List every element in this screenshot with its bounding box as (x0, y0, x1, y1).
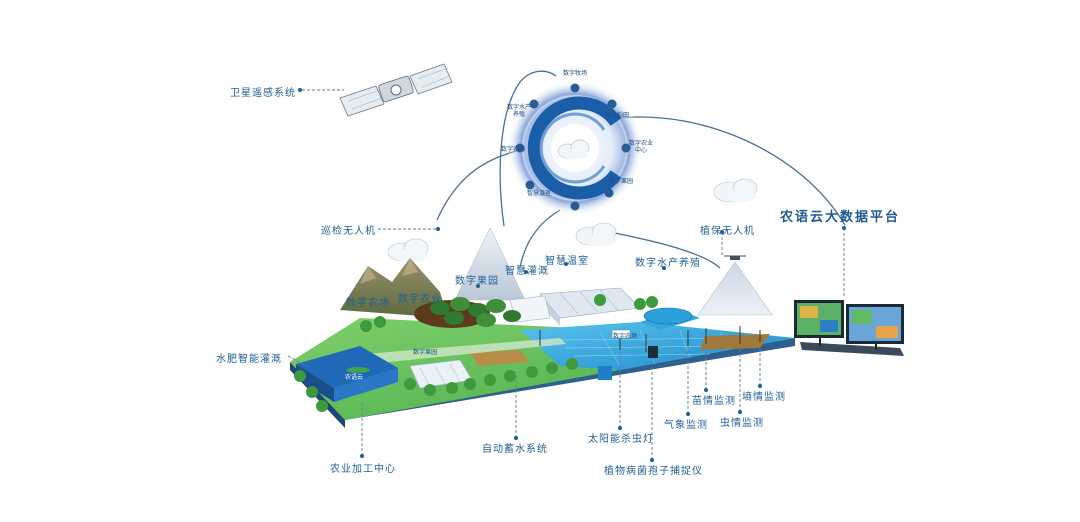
label-dots (360, 226, 846, 462)
label-connectors (287, 228, 845, 460)
ring-label-digital-aqua: 数字水产养殖 (506, 104, 531, 118)
satellite-icon (339, 63, 453, 117)
label-smart-irrigation: 智慧灌溉 (505, 266, 549, 277)
label-spore-trap: 植物病菌孢子捕捉仪 (604, 466, 703, 477)
sign-building: 农语云 (345, 374, 364, 381)
label-fert-irrigation: 水肥智能灌溉 (216, 354, 282, 365)
label-auto-water: 自动蓄水系统 (482, 444, 548, 455)
cloud-icon (713, 178, 758, 203)
label-smart-greenhouse: 智慧温室 (545, 256, 589, 267)
ring-label-smart-greenhouse: 智慧温室 (526, 190, 551, 197)
ring-label-digital-farm: 数字农场 (500, 146, 525, 153)
ring-label-digital-orchard: 数字果园 (608, 178, 633, 185)
ring-label-unmanned-field: 无人稻田 (604, 112, 629, 119)
label-processing-center: 农业加工中心 (330, 464, 396, 475)
sign-orchard: 数字果园 (413, 349, 438, 356)
label-weather: 气象监测 (664, 420, 708, 431)
cloud-icon (387, 238, 429, 262)
data-platform-monitors (794, 300, 904, 356)
cloud-icon (575, 222, 617, 246)
cloud-hub (507, 80, 643, 216)
greenhouses (409, 287, 641, 389)
farm-platform (290, 307, 795, 428)
label-digital-aquaculture: 数字水产养殖 (635, 258, 701, 269)
ring-label-digital-pasture: 数字牧场 (562, 70, 587, 77)
label-satellite: 卫星遥感系统 (230, 88, 296, 99)
spore-trap-device (648, 346, 658, 358)
data-orbit-arcs (436, 70, 846, 269)
processing-center-building (296, 346, 398, 402)
label-plant-drone: 植保无人机 (700, 226, 755, 237)
field-sign (611, 329, 631, 339)
label-digital-ag: 数字农业 (398, 294, 442, 305)
monitoring-equipment (539, 326, 761, 352)
label-seedling: 苗情监测 (692, 396, 736, 407)
label-soil: 墒情监测 (742, 392, 786, 403)
label-pest: 虫情监测 (720, 418, 764, 429)
trees (294, 294, 658, 412)
drone-icon (724, 255, 746, 260)
hills (340, 258, 448, 318)
label-digital-orchard: 数字果园 (455, 276, 499, 287)
cloud-icon (557, 139, 590, 159)
ring-label-digital-ag-center: 数字农业中心 (628, 140, 653, 154)
plant-drone-beam (697, 261, 773, 316)
label-patrol-drone: 巡检无人机 (321, 226, 376, 237)
label-solar-lamp: 太阳能杀虫灯 (588, 434, 654, 445)
label-cloud-platform: 农语云大数据平台 (780, 210, 901, 225)
label-digital-farm: 数字农场 (346, 298, 390, 309)
sign-field: 数字农场 (613, 333, 638, 340)
patrol-drone-beam (454, 227, 526, 301)
